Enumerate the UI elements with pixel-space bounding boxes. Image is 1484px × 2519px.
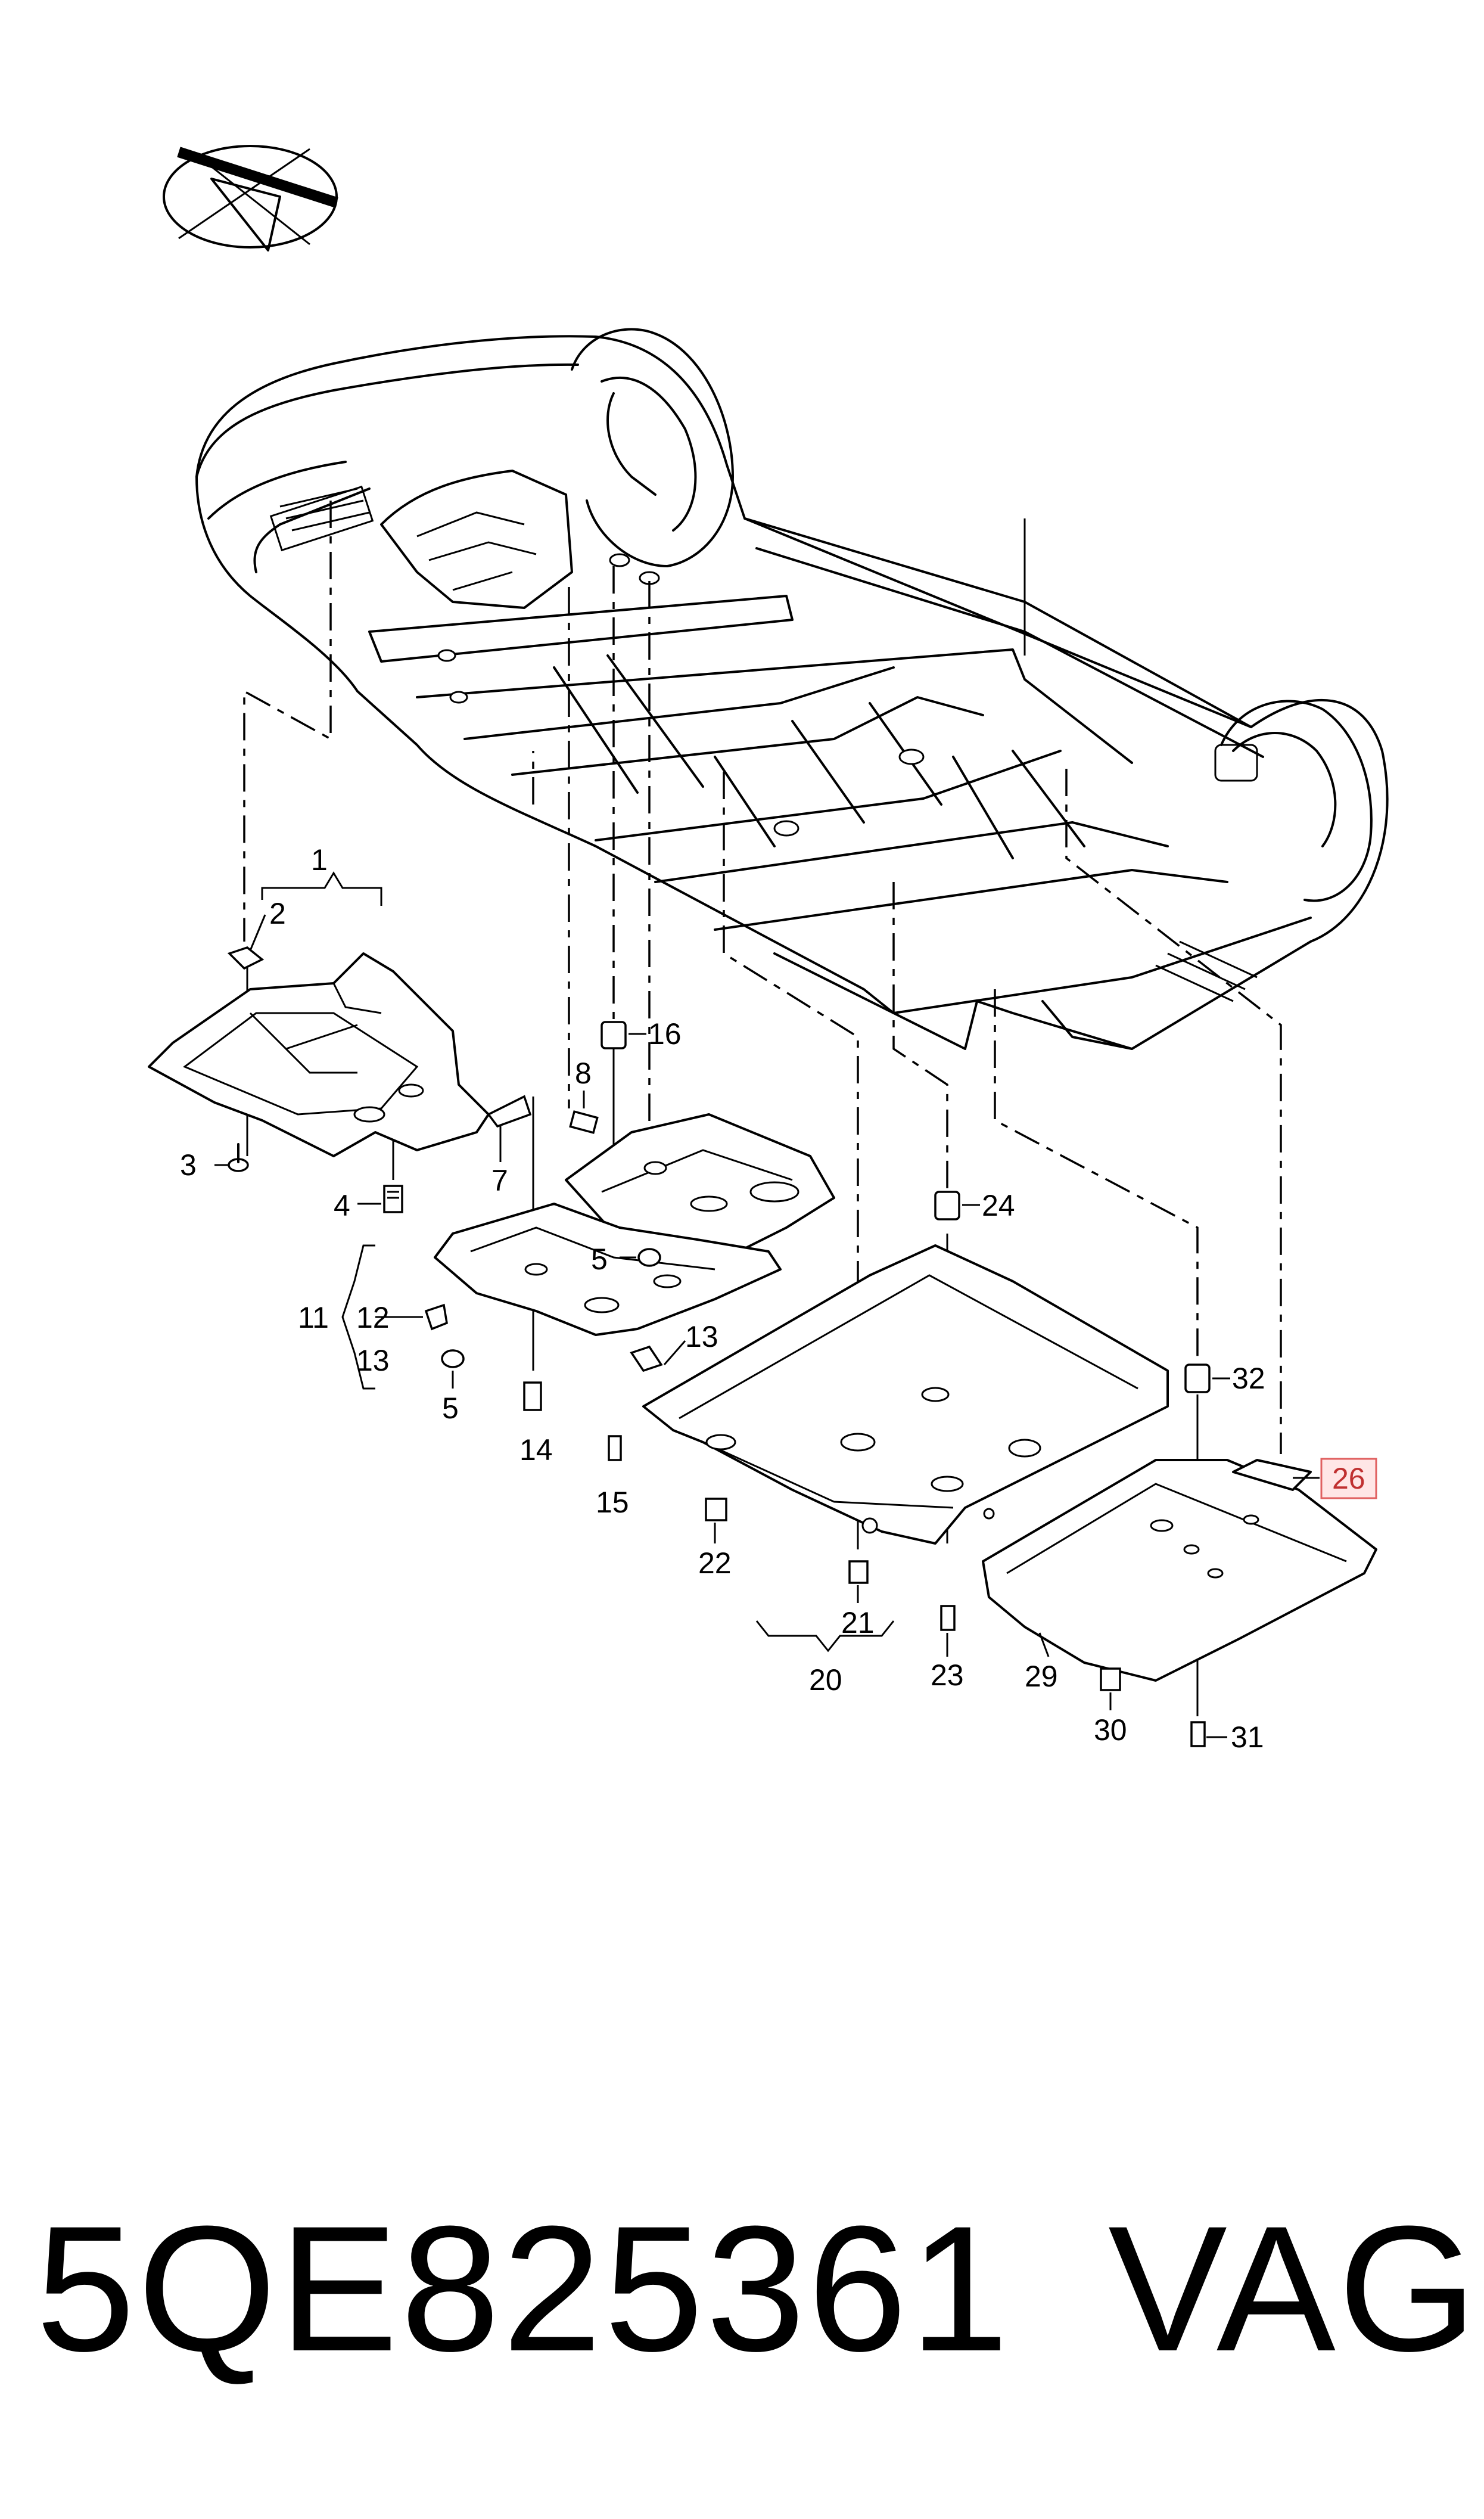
- fastener-clip-13-right: [630, 1345, 663, 1372]
- fastener-nut-22: [705, 1498, 727, 1521]
- side-shield-upper: [565, 1113, 835, 1253]
- fastener-bolt-4: [383, 1185, 403, 1213]
- callout-5-lower: 5: [442, 1391, 459, 1425]
- fastener-nut-16: [601, 1021, 627, 1049]
- label-leaders: [214, 914, 1320, 1738]
- callout-20: 20: [809, 1663, 842, 1697]
- callout-15: 15: [596, 1486, 629, 1519]
- callout-11: 11: [298, 1301, 329, 1334]
- callout-8: 8: [575, 1057, 592, 1090]
- callout-32: 32: [1232, 1362, 1265, 1395]
- bracket-part-1: [261, 871, 382, 906]
- callout-26: 26: [1332, 1462, 1365, 1495]
- orientation-icon: [163, 145, 338, 251]
- callout-5-upper: 5: [591, 1243, 608, 1276]
- callout-3: 3: [180, 1148, 197, 1182]
- callout-labels: 1 2 3 4 5 5 7 8 11 12 13 13 14 15 16 20 …: [180, 843, 1365, 1754]
- callout-24: 24: [982, 1189, 1015, 1222]
- fastener-clip-2: [227, 946, 265, 970]
- callout-31: 31: [1231, 1720, 1264, 1754]
- fastener-clip-5-lower: [441, 1349, 465, 1368]
- vehicle-underbody: [195, 328, 1389, 1050]
- fastener-screw-23: [940, 1605, 956, 1631]
- callout-16: 16: [648, 1017, 682, 1051]
- highlight-box-26: [1320, 1458, 1377, 1499]
- part-number: 5QE825361: [36, 2188, 1012, 2388]
- callout-13-right: 13: [685, 1320, 718, 1353]
- fastener-screw-15: [608, 1435, 622, 1461]
- fastener-nut-32: [1184, 1363, 1211, 1393]
- brand-name: VAG: [1108, 2188, 1480, 2388]
- fastener-bolt-8: [569, 1110, 599, 1134]
- callout-1: 1: [311, 843, 328, 877]
- engine-shield-part-1: [148, 952, 490, 1157]
- fastener-bolt-14: [523, 1381, 542, 1411]
- fastener-nut-21: [848, 1560, 869, 1584]
- fastener-screw-3: [228, 1143, 249, 1172]
- rear-shield-part-29: [982, 1459, 1377, 1682]
- callout-30: 30: [1094, 1713, 1127, 1747]
- fastener-nut-24: [934, 1191, 960, 1220]
- callout-29: 29: [1025, 1660, 1058, 1693]
- middle-shield-part-13: [434, 1203, 782, 1336]
- callout-22: 22: [698, 1546, 732, 1580]
- fastener-nut-30: [1100, 1667, 1121, 1691]
- callout-4: 4: [334, 1189, 350, 1222]
- callout-23: 23: [931, 1658, 964, 1692]
- callout-12: 12: [356, 1301, 390, 1334]
- callout-2: 2: [269, 897, 286, 930]
- callout-21: 21: [841, 1606, 875, 1639]
- floor-shield-part-20: [642, 1244, 1169, 1545]
- fastener-bracket-7: [487, 1095, 532, 1128]
- bracket-part-20: [755, 1620, 895, 1653]
- callout-13-left: 13: [356, 1344, 390, 1377]
- bracket-part-11: [341, 1244, 375, 1390]
- fastener-screw-31: [1190, 1721, 1206, 1747]
- callout-14: 14: [519, 1433, 553, 1467]
- callout-7: 7: [491, 1164, 508, 1197]
- fastener-clip-5-upper: [637, 1248, 661, 1267]
- pad-part-26: [1232, 1459, 1312, 1491]
- fastener-clip-12: [424, 1303, 448, 1331]
